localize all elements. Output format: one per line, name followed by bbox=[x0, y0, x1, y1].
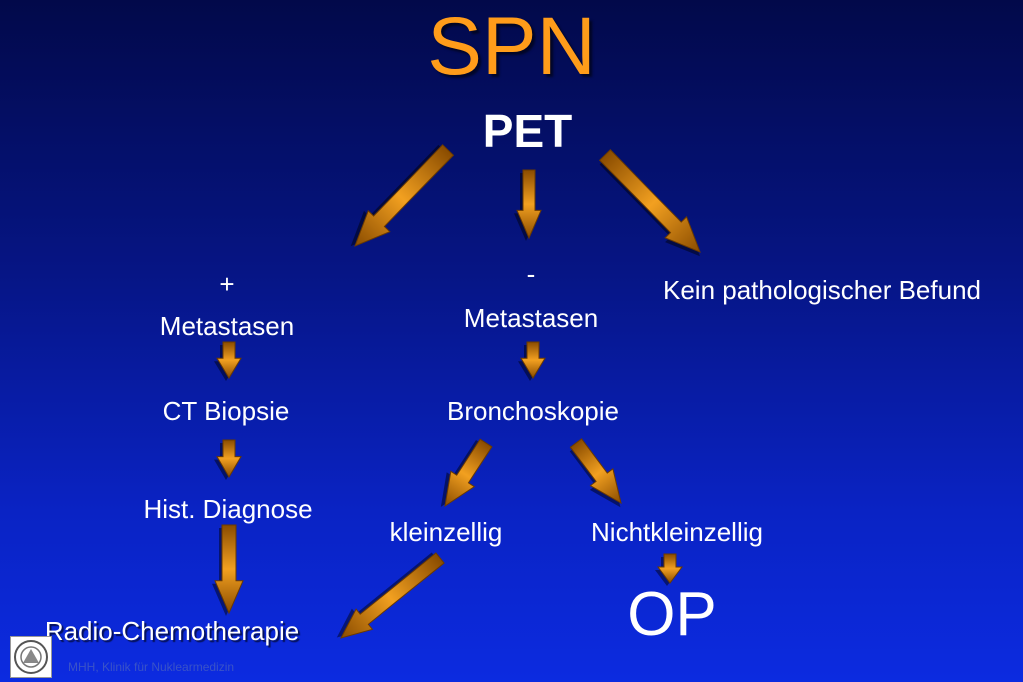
node-radio-chemotherapy: Radio-Chemotherapie bbox=[44, 616, 300, 646]
arrow-pet-to-positive bbox=[350, 144, 455, 247]
footer-text: MHH, Klinik für Nuklearmedizin bbox=[68, 660, 235, 674]
arrow-negative-to-bronchoscopy bbox=[518, 341, 546, 381]
node-pet-positive-label: Metastasen bbox=[159, 311, 295, 341]
arrow-ct-biopsy-to-diagnosis bbox=[214, 439, 242, 480]
arrow-pet-to-no-finding bbox=[598, 149, 701, 257]
arrow-bronchoscopy-to-non-small-cell bbox=[569, 438, 622, 508]
arrow-pet-to-negative bbox=[514, 169, 542, 241]
node-bronchoscopy: Bronchoskopie bbox=[447, 396, 619, 426]
arrow-diagnosis-to-radio-chemo bbox=[212, 524, 244, 616]
node-pet-positive-sign: + bbox=[219, 269, 235, 299]
node-pet-negative-sign: - bbox=[526, 259, 536, 289]
slide-subtitle: PET bbox=[482, 105, 573, 157]
node-ct-biopsy: CT Biopsie bbox=[162, 396, 290, 426]
node-no-finding: Kein pathologischer Befund bbox=[662, 275, 981, 305]
node-non-small-cell: Nichtkleinzellig bbox=[591, 517, 763, 547]
node-pet-negative-label: Metastasen bbox=[463, 303, 599, 333]
slide-title: SPN bbox=[427, 1, 596, 92]
arrow-positive-to-ct-biopsy bbox=[214, 341, 242, 381]
institution-logo-icon bbox=[10, 636, 52, 678]
arrow-bronchoscopy-to-small-cell bbox=[440, 438, 493, 508]
arrow-small-cell-to-radio-chemo bbox=[336, 552, 445, 639]
node-op: OP bbox=[627, 580, 717, 649]
arrow-non-small-cell-to-op bbox=[655, 553, 684, 586]
node-small-cell: kleinzellig bbox=[389, 517, 503, 547]
node-hist-diagnosis: Hist. Diagnose bbox=[143, 494, 313, 524]
